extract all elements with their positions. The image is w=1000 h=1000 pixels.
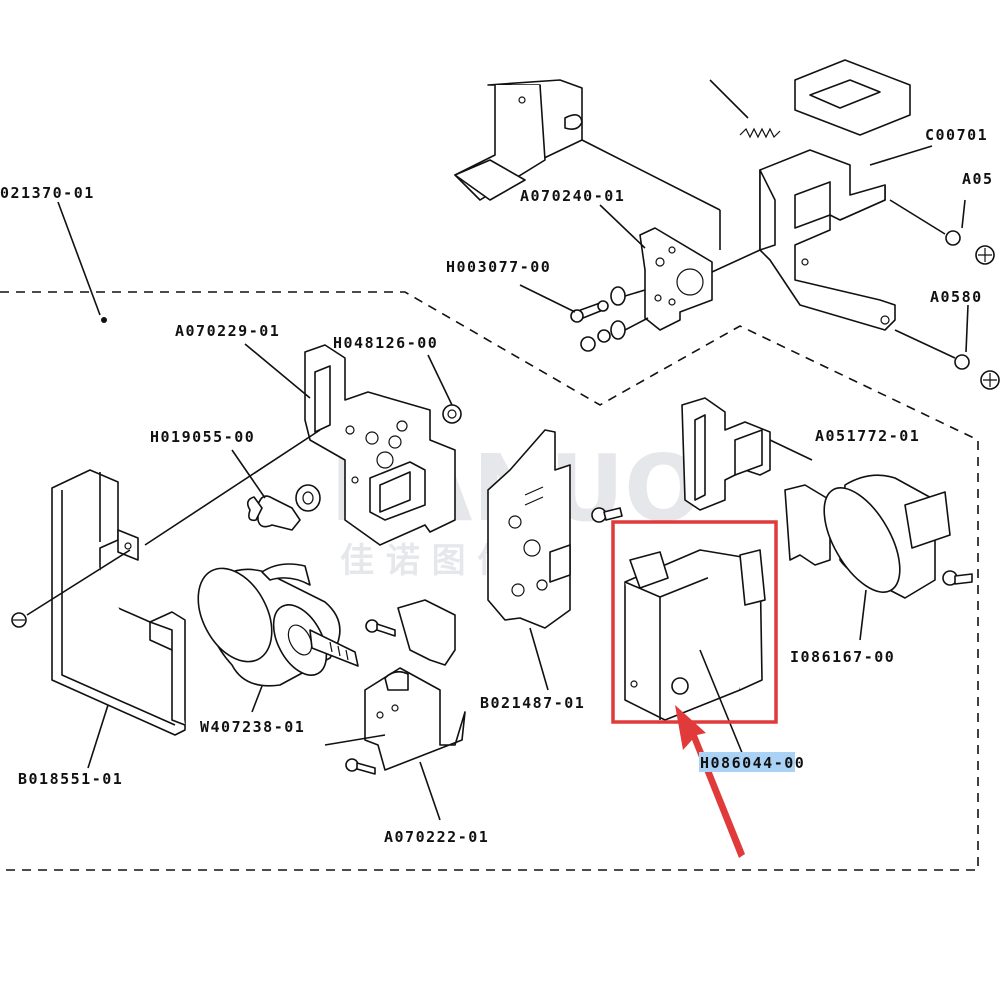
highlight-box	[611, 520, 778, 724]
h019055-thumbscrew	[231, 449, 321, 531]
a051772-bracket	[681, 397, 813, 511]
a070229-bracket	[244, 343, 456, 546]
label-b018551: B018551-01	[18, 770, 123, 788]
top-right-block	[794, 59, 911, 136]
w407238-motor	[197, 563, 359, 713]
right-screws	[889, 199, 1000, 390]
label-b021487: B021487-01	[480, 694, 585, 712]
label-w407238: W407238-01	[200, 718, 305, 736]
b018551-cover	[11, 429, 321, 736]
h048126-nut	[427, 354, 462, 424]
label-a070229: A070229-01	[175, 322, 280, 340]
red-arrow	[675, 705, 745, 858]
top-left-leader	[57, 201, 107, 323]
b021487-plate	[487, 429, 623, 691]
i086167-sensor	[784, 474, 973, 641]
label-i086167: I086167-00	[790, 648, 895, 666]
spring	[709, 79, 781, 139]
label-a070222: A070222-01	[384, 828, 489, 846]
watermark-chinese: 佳 诺 图 像	[340, 541, 512, 581]
h003077-screws	[519, 284, 649, 352]
label-highlight	[699, 752, 795, 772]
label-a070240: A070240-01	[520, 187, 625, 205]
c00701-bracket	[759, 145, 933, 331]
label-h086044: H086044-00	[700, 754, 805, 772]
label-h019055: H019055-00	[150, 428, 255, 446]
top-bracket-assembly	[454, 79, 721, 250]
a070240-plate	[599, 204, 761, 331]
label-a0580: A0580	[930, 288, 983, 306]
label-a05: A05	[962, 170, 994, 188]
label-c00701: C00701	[925, 126, 988, 144]
label-h003077: H003077-00	[446, 258, 551, 276]
label-h048126: H048126-00	[333, 334, 438, 352]
leader-b018551	[87, 704, 109, 769]
h086044-part	[624, 549, 766, 761]
a070222-bracket	[324, 599, 466, 821]
assembly-boundary	[0, 291, 979, 871]
label-021370: 021370-01	[0, 184, 95, 202]
label-a051772: A051772-01	[815, 427, 920, 445]
